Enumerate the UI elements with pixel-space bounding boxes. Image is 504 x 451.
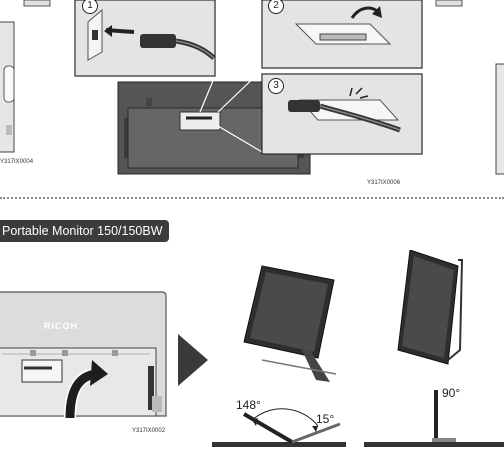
angle-90-label: 90° xyxy=(442,386,460,400)
angle-15-label: 15° xyxy=(316,412,334,426)
section-title: Portable Monitor 150/150BW xyxy=(0,220,169,242)
top-brand-logo: RICOH xyxy=(222,72,244,78)
cable-connection-figure xyxy=(0,0,504,190)
stand-usage-figure xyxy=(0,250,504,451)
step-3-badge: 3 xyxy=(268,78,284,94)
bottom-illustration: RICOH Y317IX0002 148° 15° 90° xyxy=(0,250,504,451)
angle-148-label: 148° xyxy=(236,398,261,412)
section-divider xyxy=(0,197,504,199)
monitor-brand-logo: RICOH xyxy=(44,321,78,331)
bottom-figure-code: Y317IX0002 xyxy=(132,428,165,434)
left-figure-code: Y317IX0004 xyxy=(0,159,33,165)
right-figure-code: Y317IX0006 xyxy=(367,180,400,186)
top-illustration: 1 2 3 RICOH Y317IX0004 Y317IX0006 xyxy=(0,0,504,190)
